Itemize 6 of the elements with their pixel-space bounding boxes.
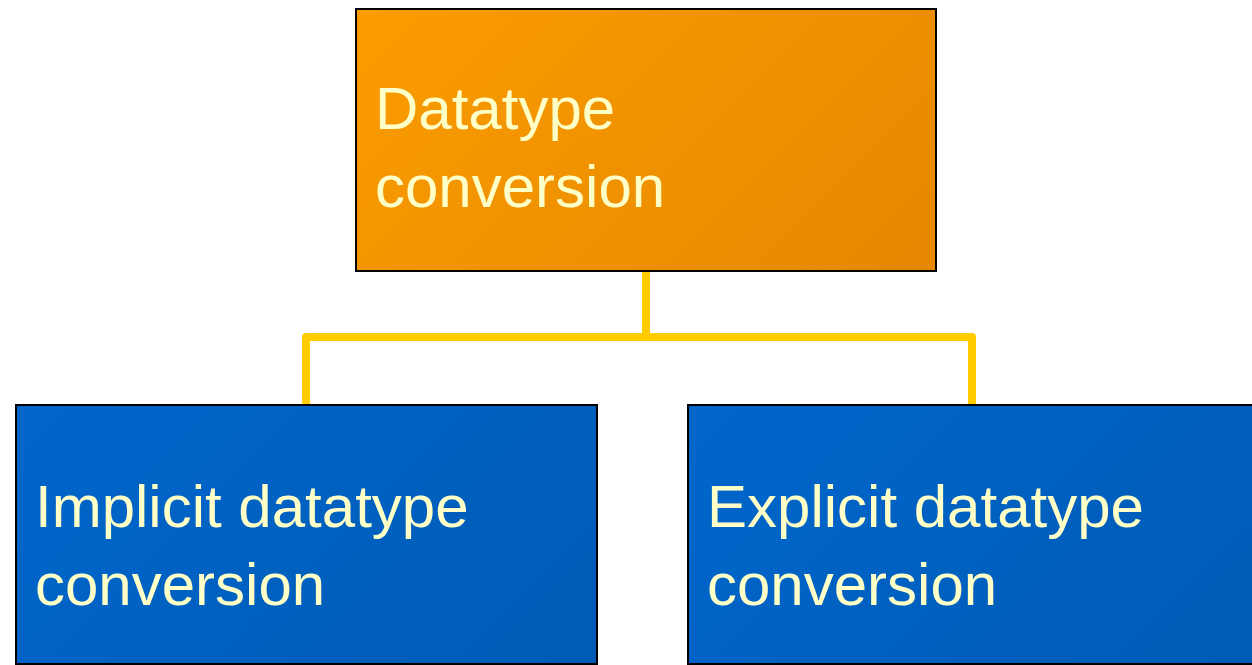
box-label: Implicit datatype conversion [35, 472, 470, 620]
category-box [687, 404, 1252, 665]
category-box [15, 404, 598, 665]
box-label: Datatype conversion [375, 74, 667, 222]
box-label: Explicit datatype conversion [707, 472, 1145, 620]
category-box [355, 8, 937, 272]
